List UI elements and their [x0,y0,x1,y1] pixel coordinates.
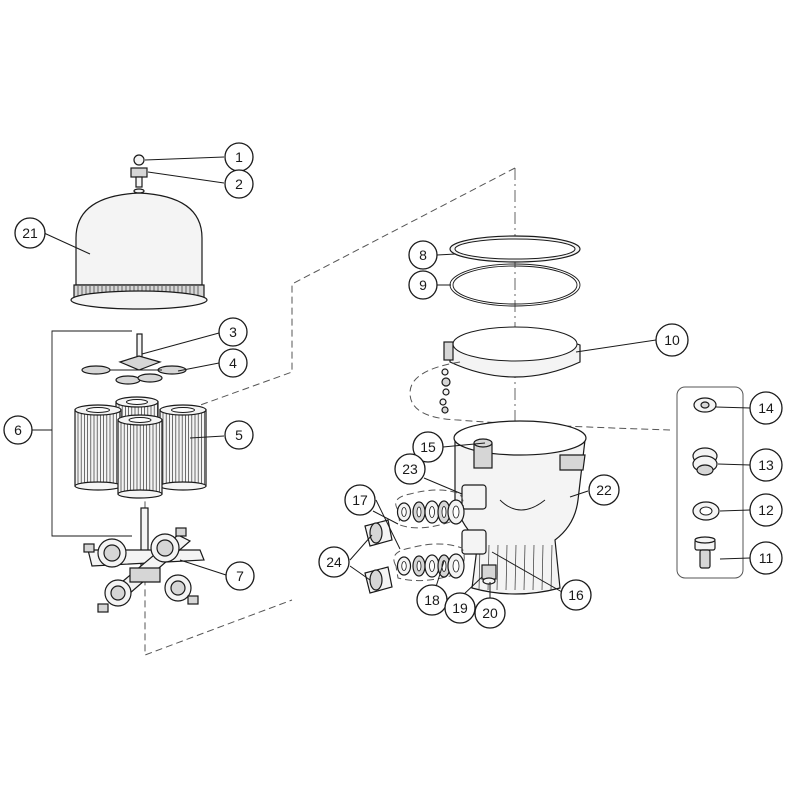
callout-labels: 1 2 3 4 5 6 7 8 9 10 11 12 13 14 15 16 1… [3,142,783,629]
svg-text:9: 9 [419,277,427,293]
callout-23: 23 [394,453,426,485]
callout-15: 15 [412,431,444,463]
svg-text:17: 17 [352,492,368,508]
cartridge-manifold [81,333,187,385]
svg-text:15: 15 [420,439,436,455]
bottom-manifold [83,507,205,613]
svg-text:24: 24 [326,554,342,570]
tank-o-ring [449,235,581,263]
callout-17: 17 [344,484,376,516]
tank-body [453,420,587,595]
svg-text:20: 20 [482,605,498,621]
callout-11: 11 [749,541,783,575]
tank-lid [70,192,208,310]
callout-8: 8 [408,240,438,270]
svg-text:23: 23 [402,461,418,477]
leader-lines [32,156,751,599]
callout-1: 1 [224,142,254,172]
callout-22: 22 [588,474,620,506]
callout-19: 19 [444,592,476,624]
svg-text:14: 14 [758,400,774,416]
svg-text:4: 4 [229,355,237,371]
valve-parts-group [676,386,744,579]
callout-5: 5 [224,420,254,450]
svg-text:1: 1 [235,149,243,165]
callout-9: 9 [408,270,438,300]
callout-21: 21 [14,217,46,249]
svg-text:10: 10 [664,332,680,348]
cartridge-group-bracket [51,330,132,537]
svg-text:2: 2 [235,176,243,192]
svg-text:21: 21 [22,225,38,241]
svg-text:18: 18 [424,592,440,608]
explosion-boundary [144,167,516,656]
callout-12: 12 [749,493,783,527]
svg-text:7: 7 [236,568,244,584]
svg-text:8: 8 [419,247,427,263]
svg-text:12: 12 [758,502,774,518]
svg-text:11: 11 [759,550,774,566]
callout-13: 13 [749,448,783,482]
tank-clamp [443,326,581,378]
callout-24: 24 [318,546,350,578]
air-relief-valve [130,154,148,194]
svg-text:16: 16 [568,587,584,603]
svg-text:5: 5 [235,427,243,443]
svg-text:3: 3 [229,324,237,340]
svg-text:22: 22 [596,482,612,498]
callout-10: 10 [655,323,689,357]
callout-16: 16 [560,579,592,611]
callout-14: 14 [749,391,783,425]
callout-2: 2 [224,169,254,199]
svg-text:13: 13 [758,457,774,473]
clamp-hardware-detail [409,361,671,431]
filter-cartridges [74,396,207,499]
callout-18: 18 [416,584,448,616]
callout-20: 20 [474,597,506,629]
callout-3: 3 [218,317,248,347]
svg-text:19: 19 [452,600,468,616]
callout-6: 6 [3,415,33,445]
union-fittings [364,489,465,594]
callout-7: 7 [225,561,255,591]
callout-4: 4 [218,348,248,378]
svg-text:6: 6 [14,422,22,438]
